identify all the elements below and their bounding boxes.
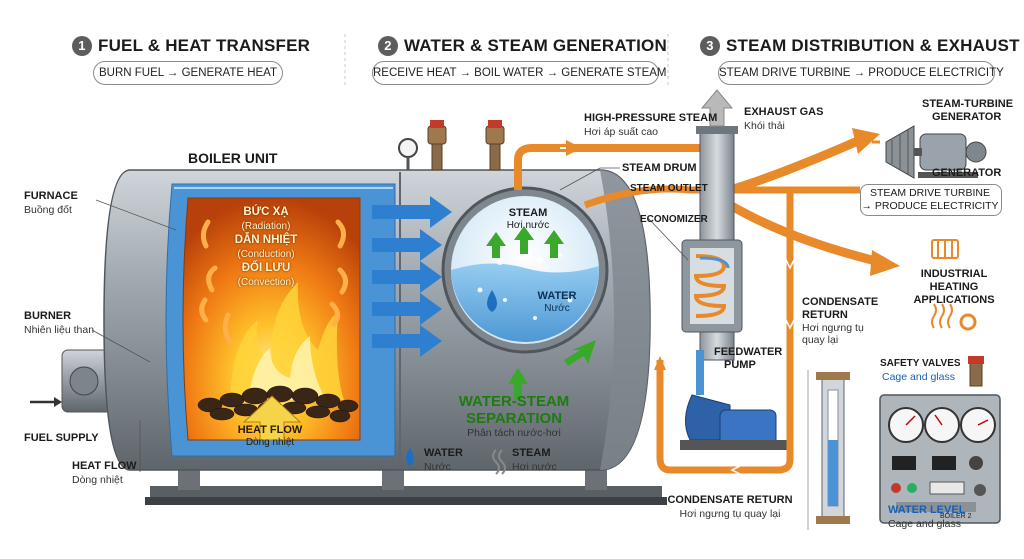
section-3-subtitle: STEAM DRIVE TURBINE → PRODUCE ELECTRICIT… bbox=[718, 61, 1004, 85]
separation-label: WATER-STEAM bbox=[458, 393, 570, 410]
turbine-note-2: → PRODUCE ELECTRICITY bbox=[861, 200, 999, 212]
furnace-label-vi: Buồng đốt bbox=[24, 204, 72, 216]
high-pressure-steam-label: HIGH-PRESSURE STEAM bbox=[584, 112, 718, 124]
radiation-label: BỨC XẠ bbox=[243, 206, 289, 218]
condensate-right-label-vi-2: quay lại bbox=[802, 334, 839, 346]
steam-label-vi: Hơi nước bbox=[506, 220, 550, 231]
conduction-label: DẪN NHIỆT bbox=[234, 234, 298, 246]
section-1-subtitle: BURN FUEL → GENERATE HEAT bbox=[93, 61, 283, 85]
safety-valves-label: SAFETY VALVES bbox=[880, 358, 961, 369]
heat-flow-label-vi: Dòng nhiệt bbox=[72, 474, 123, 486]
conduction-label-en: (Conduction) bbox=[237, 249, 295, 260]
heat-flow-label: HEAT FLOW bbox=[72, 460, 137, 472]
separation-label-vi: Phân tách nước-hơi bbox=[467, 427, 561, 439]
separation-label-2: SEPARATION bbox=[465, 410, 563, 427]
generator-label: GENERATOR bbox=[932, 167, 1002, 179]
steam-drum-label: STEAM DRUM bbox=[622, 162, 697, 174]
exhaust-gas-label-vi: Khói thải bbox=[744, 120, 785, 132]
steam-turbine-label: STEAM-TURBINE bbox=[922, 98, 1014, 110]
convection-label-en: (Convection) bbox=[237, 277, 295, 288]
condensate-right-label-vi: Hơi ngưng tụ bbox=[802, 322, 864, 334]
feedwater-pump-label-2: PUMP bbox=[724, 359, 756, 371]
steam-label: STEAM bbox=[508, 207, 548, 219]
water-label-vi: Nước bbox=[544, 303, 570, 314]
industrial-label-2: HEATING bbox=[929, 281, 979, 293]
burner-label: BURNER bbox=[24, 310, 72, 322]
condensate-bottom-label-vi: Hơi ngưng tụ quay lại bbox=[679, 508, 781, 520]
water-level-sub: Cage and glass bbox=[888, 518, 961, 530]
high-pressure-steam-label-vi: Hơi áp suất cao bbox=[584, 126, 659, 138]
economizer-label: ECONOMIZER bbox=[640, 214, 708, 225]
legend-water: WATER bbox=[424, 447, 463, 459]
feedwater-pump-label: FEEDWATER bbox=[714, 346, 783, 358]
industrial-label-3: APPLICATIONS bbox=[913, 294, 995, 306]
heat-flow-center-label: HEAT FLOW bbox=[237, 424, 303, 436]
heat-flow-center-label-vi: Dòng nhiệt bbox=[245, 437, 295, 448]
safety-valves-sub: Cage and glass bbox=[882, 371, 955, 383]
radiation-label-en: (Radiation) bbox=[241, 221, 291, 232]
section-2-subtitle: RECEIVE HEAT → BOIL WATER → GENERATE STE… bbox=[372, 61, 667, 85]
legend-steam: STEAM bbox=[512, 447, 551, 459]
fuel-supply-label: FUEL SUPPLY bbox=[24, 432, 99, 444]
industrial-label-1: INDUSTRIAL bbox=[920, 268, 988, 280]
condensate-right-label-2: RETURN bbox=[802, 309, 848, 321]
burner-label-vi: Nhiên liệu than bbox=[24, 324, 95, 336]
exhaust-gas-label: EXHAUST GAS bbox=[744, 106, 824, 118]
steam-turbine-label-2: GENERATOR bbox=[932, 111, 1002, 123]
legend-steam-vi: Hơi nước bbox=[512, 461, 557, 473]
convection-label: ĐỐI LƯU bbox=[241, 262, 291, 274]
condensate-right-label: CONDENSATE bbox=[802, 296, 879, 308]
water-label: WATER bbox=[537, 290, 577, 302]
water-level-label: WATER LEVEL bbox=[888, 504, 966, 516]
panel-tag: BOILER 2 bbox=[940, 513, 972, 520]
legend-water-vi: Nước bbox=[424, 461, 451, 473]
turbine-note-1: STEAM DRIVE TURBINE bbox=[870, 187, 990, 199]
turbine-note-box bbox=[860, 184, 1002, 216]
boiler-unit-label: BOILER UNIT bbox=[188, 150, 278, 166]
steam-outlet-label: STEAM OUTLET bbox=[630, 183, 708, 194]
condensate-bottom-label: CONDENSATE RETURN bbox=[667, 494, 793, 506]
furnace-label: FURNACE bbox=[24, 190, 78, 202]
